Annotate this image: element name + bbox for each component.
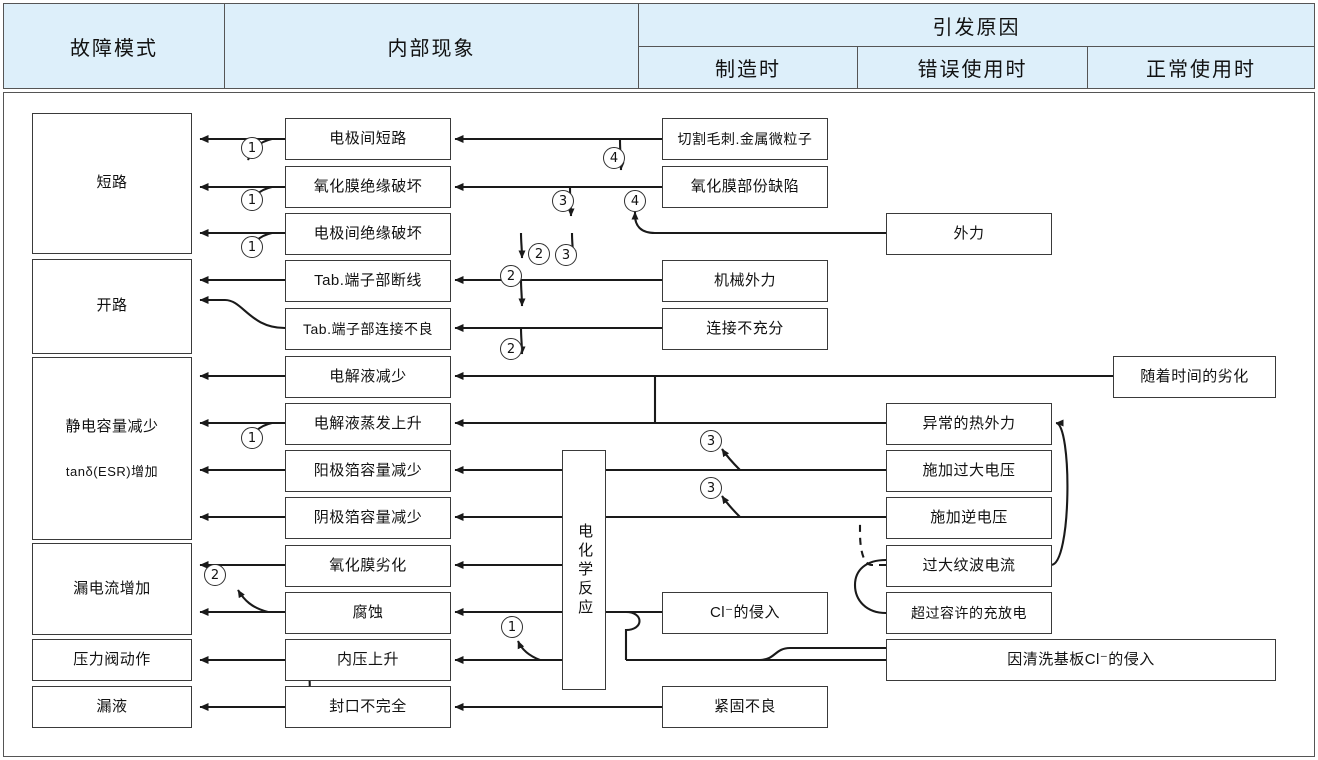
internal-phenomenon-box-0[interactable]: 电极间短路 <box>285 118 451 160</box>
header-internal-phenomenon: 内部现象 <box>224 3 639 89</box>
header-internal-phenomenon-label: 内部现象 <box>387 37 476 60</box>
failure-mode-label-2b: tanδ(ESR)增加 <box>65 463 159 479</box>
internal-phenomenon-box-10[interactable]: 腐蚀 <box>285 592 451 634</box>
cause-normal-box-0[interactable]: 外力 <box>886 213 1052 255</box>
cause-manufacture-box-4[interactable]: Cl⁻的侵入 <box>662 592 828 634</box>
internal-phenomenon-label-12: 封口不完全 <box>329 697 407 715</box>
internal-phenomenon-box-11[interactable]: 内压上升 <box>285 639 451 681</box>
failure-mode-label-4: 压力阀动作 <box>73 650 151 668</box>
failure-mode-label-3: 漏电流增加 <box>73 579 151 597</box>
failure-mode-box-4[interactable]: 压力阀动作 <box>32 639 192 681</box>
cause-manufacture-box-1[interactable]: 氧化膜部份缺陷 <box>662 166 828 208</box>
header-cause-group-label: 引发原因 <box>932 16 1021 39</box>
internal-phenomenon-label-2: 电极间绝缘破坏 <box>313 224 423 242</box>
internal-phenomenon-label-11: 内压上升 <box>336 650 399 668</box>
internal-phenomenon-label-3: Tab.端子部断线 <box>314 271 422 289</box>
internal-phenomenon-label-9: 氧化膜劣化 <box>329 556 407 574</box>
circled-number-marker: 4 <box>624 190 646 212</box>
cause-manufacture-label-4: Cl⁻的侵入 <box>709 603 781 621</box>
failure-mode-box-1[interactable]: 开路 <box>32 259 192 354</box>
cause-misuse-box-3[interactable]: 过大纹波电流 <box>886 545 1052 587</box>
failure-mode-box-3[interactable]: 漏电流增加 <box>32 543 192 635</box>
circled-number-marker: 1 <box>241 427 263 449</box>
internal-phenomenon-box-2[interactable]: 电极间绝缘破坏 <box>285 213 451 255</box>
circled-number-marker: 3 <box>552 190 574 212</box>
failure-mode-label-2a: 静电容量减少 <box>65 417 159 435</box>
internal-phenomenon-label-1: 氧化膜绝缘破坏 <box>313 177 423 195</box>
cause-misuse-box-1[interactable]: 施加过大电压 <box>886 450 1052 492</box>
internal-phenomenon-box-4[interactable]: Tab.端子部连接不良 <box>285 308 451 350</box>
cause-manufacture-label-0: 切割毛刺.金属微粒子 <box>677 130 813 147</box>
circled-number-marker: 2 <box>500 265 522 287</box>
circled-number-marker: 4 <box>603 147 625 169</box>
internal-phenomenon-box-3[interactable]: Tab.端子部断线 <box>285 260 451 302</box>
internal-phenomenon-box-7[interactable]: 阳极箔容量减少 <box>285 450 451 492</box>
cause-misuse-label-2: 施加逆电压 <box>930 508 1008 526</box>
cause-misuse-label-4: 超过容许的充放电 <box>911 604 1027 621</box>
internal-phenomenon-label-5: 电解液减少 <box>329 367 407 385</box>
cause-misuse-box-2[interactable]: 施加逆电压 <box>886 497 1052 539</box>
internal-phenomenon-label-4: Tab.端子部连接不良 <box>303 320 433 337</box>
failure-mode-label-1: 开路 <box>96 297 128 315</box>
cause-manufacture-box-2[interactable]: 机械外力 <box>662 260 828 302</box>
cause-manufacture-box-3[interactable]: 连接不充分 <box>662 308 828 350</box>
header-cause-misuse: 错误使用时 <box>857 46 1088 89</box>
header-cause-manufacture-label: 制造时 <box>715 59 781 81</box>
failure-mode-box-5[interactable]: 漏液 <box>32 686 192 728</box>
cause-normal-label-0: 外力 <box>953 224 985 242</box>
cause-normal-box-2[interactable]: 因清洗基板Cl⁻的侵入 <box>886 639 1276 681</box>
circled-number-marker: 2 <box>204 564 226 586</box>
cause-manufacture-label-1: 氧化膜部份缺陷 <box>690 177 800 195</box>
failure-mode-box-0[interactable]: 短路 <box>32 113 192 254</box>
circled-number-marker: 3 <box>555 244 577 266</box>
circled-number-marker: 2 <box>500 338 522 360</box>
internal-phenomenon-label-10: 腐蚀 <box>352 603 384 621</box>
cause-misuse-label-5: 紧固不良 <box>713 697 776 715</box>
cause-misuse-label-0: 异常的热外力 <box>922 414 1016 432</box>
circled-number-marker: 1 <box>241 236 263 258</box>
circled-number-marker: 3 <box>700 477 722 499</box>
failure-mode-box-2[interactable]: 静电容量减少 tanδ(ESR)增加 <box>32 357 192 540</box>
internal-phenomenon-box-5[interactable]: 电解液减少 <box>285 356 451 398</box>
cause-misuse-label-3: 过大纹波电流 <box>922 556 1016 574</box>
header-cause-manufacture: 制造时 <box>638 46 858 89</box>
cause-misuse-box-0[interactable]: 异常的热外力 <box>886 403 1052 445</box>
electrochemical-reaction-label: 电化学反应 <box>576 522 594 618</box>
internal-phenomenon-box-12[interactable]: 封口不完全 <box>285 686 451 728</box>
circled-number-marker: 2 <box>528 243 550 265</box>
header-cause-group: 引发原因 <box>638 3 1315 47</box>
circled-number-marker: 1 <box>501 616 523 638</box>
internal-phenomenon-box-9[interactable]: 氧化膜劣化 <box>285 545 451 587</box>
failure-mode-label-5: 漏液 <box>96 697 128 715</box>
internal-phenomenon-box-1[interactable]: 氧化膜绝缘破坏 <box>285 166 451 208</box>
header-cause-misuse-label: 错误使用时 <box>917 59 1028 81</box>
cause-misuse-label-1: 施加过大电压 <box>922 461 1016 479</box>
internal-phenomenon-box-6[interactable]: 电解液蒸发上升 <box>285 403 451 445</box>
internal-phenomenon-label-8: 阴极箔容量减少 <box>313 508 423 526</box>
internal-phenomenon-label-6: 电解液蒸发上升 <box>313 414 423 432</box>
cause-manufacture-label-3: 连接不充分 <box>706 319 784 337</box>
internal-phenomenon-label-7: 阳极箔容量减少 <box>313 461 423 479</box>
cause-normal-label-2: 因清洗基板Cl⁻的侵入 <box>1007 650 1155 668</box>
cause-misuse-box-4[interactable]: 超过容许的充放电 <box>886 592 1052 634</box>
circled-number-marker: 3 <box>700 430 722 452</box>
internal-phenomenon-box-8[interactable]: 阴极箔容量减少 <box>285 497 451 539</box>
cause-manufacture-label-2: 机械外力 <box>713 271 776 289</box>
internal-phenomenon-label-0: 电极间短路 <box>329 129 407 147</box>
header-cause-normal-label: 正常使用时 <box>1146 59 1256 81</box>
header-cause-normal: 正常使用时 <box>1087 46 1315 89</box>
failure-mode-label-0: 短路 <box>96 174 128 192</box>
electrochemical-reaction-box[interactable]: 电化学反应 <box>562 450 606 690</box>
cause-normal-label-1: 随着时间的劣化 <box>1140 367 1249 385</box>
circled-number-marker: 1 <box>241 137 263 159</box>
cause-normal-box-1[interactable]: 随着时间的劣化 <box>1113 356 1276 398</box>
header-failure-mode: 故障模式 <box>3 3 225 89</box>
header-failure-mode-label: 故障模式 <box>70 37 158 60</box>
circled-number-marker: 1 <box>241 189 263 211</box>
cause-misuse-box-5[interactable]: 紧固不良 <box>662 686 828 728</box>
cause-manufacture-box-0[interactable]: 切割毛刺.金属微粒子 <box>662 118 828 160</box>
